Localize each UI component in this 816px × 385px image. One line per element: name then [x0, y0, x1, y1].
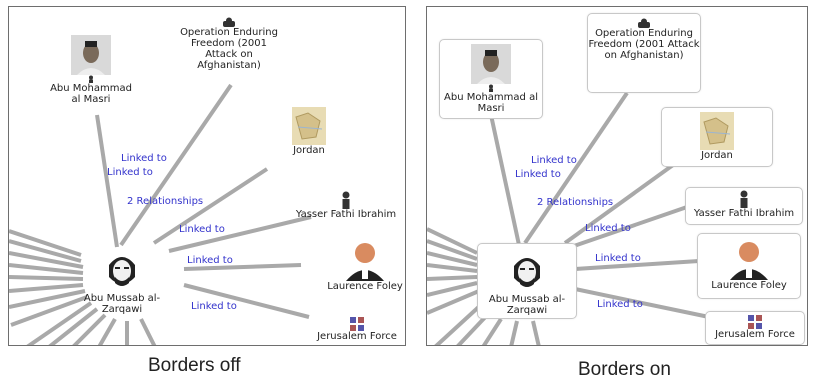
link-label[interactable]: Linked to [121, 153, 167, 164]
link-label[interactable]: Linked to [531, 155, 577, 166]
person-icon [89, 75, 93, 83]
edge-yasser [168, 215, 312, 253]
link-label[interactable]: Linked to [179, 224, 225, 235]
node-jerusalem-force[interactable]: Jerusalem Force [705, 311, 805, 345]
edge-stub [481, 317, 503, 345]
node-label: Abu Mohammad al Masri [50, 83, 132, 105]
node-operation-enduring-freedom[interactable]: Operation Enduring Freedom (2001 Attack … [175, 17, 283, 71]
node-label: Yasser Fathi Ibrahim [693, 208, 795, 219]
edge-yasser [570, 205, 688, 249]
person-face-icon [109, 257, 135, 286]
caption-borders-off: Borders off [148, 355, 241, 376]
node-abu-mohammad-al-masri[interactable]: Abu Mohammad al Masri [45, 35, 137, 105]
link-label[interactable]: Linked to [597, 299, 643, 310]
node-label: Yasser Fathi Ibrahim [295, 209, 397, 220]
edge-stub [434, 301, 485, 345]
edge-stub [72, 313, 107, 345]
edge-jerusalem [574, 287, 710, 319]
node-yasser-fathi-ibrahim[interactable]: Yasser Fathi Ibrahim [685, 187, 803, 225]
node-jordan[interactable]: Jordan [279, 107, 339, 156]
link-label[interactable]: Linked to [595, 253, 641, 264]
link-label[interactable]: Linked to [191, 301, 237, 312]
link-label[interactable]: 2 Relationships [537, 197, 614, 208]
node-abu-mohammad-al-masri[interactable]: Abu Mohammad al Masri [439, 39, 543, 119]
node-label: Laurence Foley [711, 280, 787, 291]
event-icon [223, 17, 235, 27]
edge-jordan [152, 167, 269, 245]
person-face-icon [514, 258, 540, 287]
person-photo-icon [726, 238, 772, 280]
node-jordan[interactable]: Jordan [661, 107, 773, 167]
edge-stub [427, 251, 478, 267]
edge-stub [9, 251, 84, 269]
map-icon [700, 112, 734, 150]
node-jerusalem-force[interactable]: Jerusalem Force [309, 317, 405, 342]
node-abu-mussab-al-zarqawi[interactable]: Abu Mussab al-Zarqawi [477, 243, 577, 319]
node-laurence-foley[interactable]: Laurence Foley [327, 239, 403, 292]
graph-panel-borders-off: Abu Mohammad al Masri Operation Enduring… [8, 6, 406, 346]
edge-stub [531, 320, 541, 345]
edge-stub [9, 275, 84, 281]
edge-stub [139, 318, 157, 345]
node-label: Jordan [293, 145, 325, 156]
node-label: Jordan [701, 150, 733, 161]
link-label[interactable]: Linked to [107, 167, 153, 178]
edge-foley [574, 259, 700, 271]
edge-stub [427, 227, 478, 255]
organization-icon [350, 317, 364, 331]
node-label: Abu Mohammad al Masri [444, 92, 538, 114]
edge-foley [183, 263, 302, 271]
person-icon [489, 84, 493, 92]
node-operation-enduring-freedom[interactable]: Operation Enduring Freedom (2001 Attack … [587, 13, 701, 93]
edge-stub [427, 239, 478, 261]
edge-stub [9, 229, 82, 257]
link-label[interactable]: 2 Relationships [127, 196, 204, 207]
edge-stub [26, 301, 93, 345]
caption-borders-on: Borders on [578, 359, 671, 380]
person-icon [740, 190, 748, 208]
node-label: Jerusalem Force [317, 331, 397, 342]
organization-icon [748, 315, 762, 329]
node-yasser-fathi-ibrahim[interactable]: Yasser Fathi Ibrahim [291, 191, 401, 220]
edge-jordan [563, 163, 675, 245]
edge-stub [48, 307, 99, 345]
edge-stub [427, 263, 478, 273]
edge-masri [95, 114, 119, 248]
node-label: Abu Mussab al-Zarqawi [83, 293, 161, 315]
map-icon [292, 107, 326, 145]
person-photo-icon [342, 239, 388, 281]
edge-stub [9, 289, 86, 309]
person-icon [342, 191, 350, 209]
edge-jerusalem [183, 283, 310, 319]
edge-operation [523, 91, 629, 245]
node-label: Operation Enduring Freedom (2001 Attack … [180, 27, 278, 71]
edge-stub [97, 318, 117, 345]
edge-stub [10, 295, 88, 327]
edge-masri [489, 114, 521, 246]
edge-layer [9, 83, 312, 345]
node-abu-mussab-al-zarqawi[interactable]: Abu Mussab al-Zarqawi [75, 247, 169, 315]
event-icon [638, 18, 650, 28]
link-label[interactable]: Linked to [585, 223, 631, 234]
edge-stub [9, 263, 84, 275]
node-label: Abu Mussab al-Zarqawi [488, 294, 566, 316]
link-label[interactable]: Linked to [515, 169, 561, 180]
edge-stub [427, 275, 478, 281]
node-laurence-foley[interactable]: Laurence Foley [697, 233, 801, 299]
graph-panel-borders-on: Abu Mohammad al Masri Operation Enduring… [426, 6, 808, 346]
node-label: Laurence Foley [327, 281, 403, 292]
edge-stub [9, 239, 82, 263]
node-label: Jerusalem Force [715, 329, 795, 340]
person-photo-icon [71, 35, 111, 75]
edge-operation [119, 83, 233, 247]
edge-layer [427, 91, 710, 345]
person-photo-icon [471, 44, 511, 84]
edge-stub [427, 281, 478, 297]
link-label[interactable]: Linked to [187, 255, 233, 266]
edge-stub [9, 283, 84, 293]
edge-stub [427, 289, 480, 315]
edge-stub [509, 320, 519, 345]
node-label: Operation Enduring Freedom (2001 Attack … [588, 28, 700, 61]
